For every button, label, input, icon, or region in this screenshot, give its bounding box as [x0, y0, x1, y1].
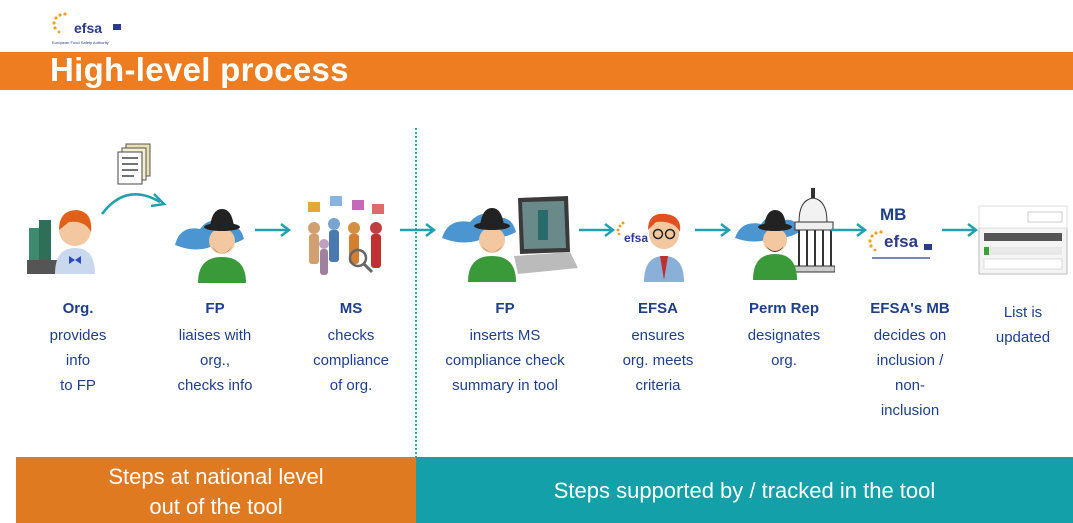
tool-screenshot-icon — [978, 205, 1068, 275]
step-desc: List is updated — [995, 304, 1051, 346]
perm-rep-building-icon — [735, 188, 835, 280]
mb-efsa-logo-icon — [868, 230, 932, 259]
national-level-label: Steps at national level out of the tool — [108, 464, 324, 519]
section-divider — [415, 128, 417, 458]
arrow-icon — [579, 223, 616, 237]
step-head: FP — [495, 300, 515, 317]
efsa-logo — [52, 12, 121, 34]
tool-steps-label: Steps supported by / tracked in the tool — [553, 478, 936, 503]
step-efsa-mb: EFSA's MB decides on inclusion / non- in… — [850, 300, 970, 423]
step-desc: liaises with org., checks info — [177, 327, 253, 394]
mb-efsa-logo-text: efsa — [884, 232, 919, 251]
step-efsa: EFSA ensures org. meets criteria — [598, 300, 718, 398]
step-perm-rep: Perm Rep designates org. — [726, 300, 842, 373]
arrow-icon — [400, 223, 437, 237]
arrow-icon — [255, 223, 292, 237]
national-level-band — [16, 457, 416, 523]
efsa-logo-text: efsa — [74, 20, 103, 36]
step-head: FP — [205, 300, 225, 317]
arrow-icon — [695, 223, 732, 237]
arrow-icon — [831, 223, 868, 237]
step-head: Org. — [62, 300, 94, 317]
step-ms: MS checks compliance of org. — [296, 300, 406, 398]
curved-arrow-icon — [101, 193, 167, 215]
step-desc: inserts MS compliance check summary in t… — [445, 327, 565, 394]
member-states-people-icon — [308, 196, 384, 275]
page-title: High-level process — [50, 51, 349, 88]
step-desc: ensures org. meets criteria — [622, 327, 694, 394]
fp-laptop-icon — [442, 196, 578, 282]
fp-agent-icon — [175, 209, 246, 283]
organisation-person-icon — [27, 210, 95, 274]
step-head: EFSA — [637, 300, 678, 317]
step-org: Org. provides info to FP — [18, 300, 138, 398]
tool-steps-band — [416, 457, 1073, 523]
step-fp-insert: FP inserts MS compliance check summary i… — [425, 300, 585, 398]
efsa-logo-subtext: European Food Safety Authority — [52, 40, 109, 45]
step-list-updated: List is updated — [975, 294, 1071, 350]
mb-label: MB — [880, 205, 907, 224]
svg-text:efsa: efsa — [624, 231, 648, 245]
arrow-icon — [942, 223, 979, 237]
step-head: EFSA's MB — [870, 300, 950, 317]
step-desc: decides on inclusion / non- inclusion — [873, 327, 947, 419]
documents-icon — [117, 143, 151, 185]
step-head: MS — [339, 300, 363, 317]
step-desc: checks compliance of org. — [313, 327, 389, 394]
step-desc: designates org. — [747, 327, 821, 369]
title-bar — [0, 52, 1073, 90]
step-fp-liaise: FP liaises with org., checks info — [152, 300, 278, 398]
step-head: Perm Rep — [748, 300, 820, 317]
efsa-person-icon: efsa — [616, 213, 684, 282]
step-desc: provides info to FP — [49, 327, 107, 394]
